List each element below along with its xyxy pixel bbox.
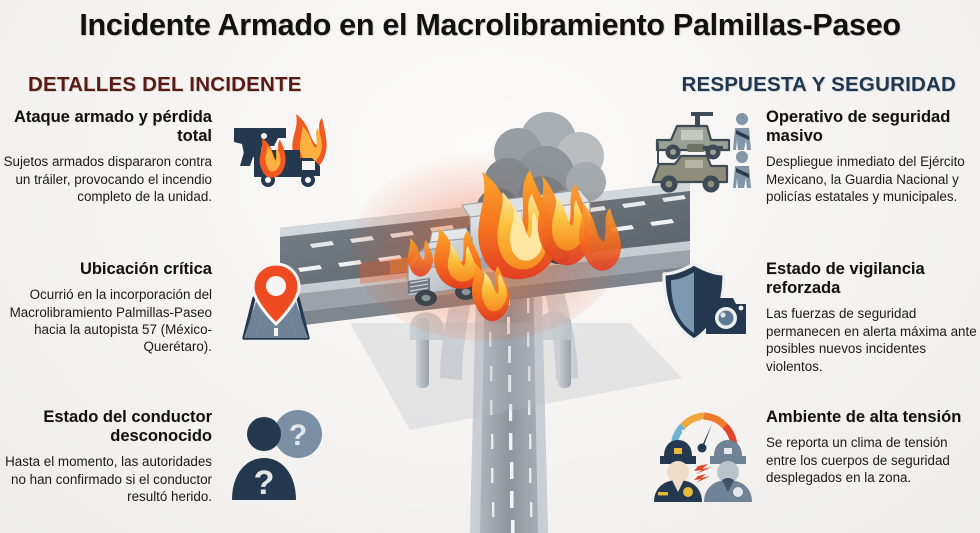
response-block-reinforced-surveillance: Estado de vigilancia reforzada Las fuerz… [650, 260, 980, 375]
detail-block-driver-status: Estado del conductor desconocido Hasta e… [0, 408, 330, 506]
detail-block-text: Estado del conductor desconocido Hasta e… [0, 408, 222, 506]
police-officers-tension-gauge-icon [650, 408, 758, 504]
detail-block-text: Ubicación crítica Ocurrió en la incorpor… [0, 260, 222, 356]
block-body: Despliegue inmediato del Ejército Mexica… [766, 154, 965, 205]
shield-camera-surveillance-icon [650, 260, 758, 348]
truck-flames [407, 170, 621, 322]
unknown-person-question-icon: ? ? [222, 408, 330, 504]
block-title: Estado de vigilancia reforzada [766, 260, 925, 298]
person-silhouette-glyph [232, 417, 296, 500]
soldier-glyph [733, 151, 751, 188]
block-body: Sujetos armados dispararon contra un trá… [3, 154, 212, 205]
pistol-burning-truck-icon [222, 108, 330, 194]
block-body: Ocurrió en la incorporación del Macrolib… [9, 287, 212, 355]
page-title: Incidente Armado en el Macrolibramiento … [79, 8, 901, 42]
detail-block-critical-location: Ubicación crítica Ocurrió en la incorpor… [0, 260, 330, 356]
response-block-text: Operativo de seguridad masivo Despliegue… [758, 108, 980, 206]
section-header-incident-details: DETALLES DEL INCIDENTE [28, 73, 302, 96]
response-block-text: Ambiente de alta tensión Se reporta un c… [758, 408, 980, 486]
tension-bolt-glyph [694, 464, 712, 483]
detail-block-text: Ataque armado y pérdida total Sujetos ar… [0, 108, 222, 206]
block-title: Ambiente de alta tensión [766, 408, 962, 426]
police-officer-glyph [654, 440, 702, 502]
block-body: Las fuerzas de seguridad permanecen en a… [766, 306, 977, 374]
response-block-text: Estado de vigilancia reforzada Las fuerz… [758, 260, 980, 375]
section-header-response-security: RESPUESTA Y SEGURIDAD [681, 73, 956, 96]
speech-bubble-glyph: ? [274, 410, 322, 458]
block-title: Ubicación crítica [79, 260, 212, 278]
military-pickup-glyph [655, 112, 731, 160]
pistol-glyph [234, 128, 286, 166]
block-title: Operativo de seguridad masivo [766, 108, 951, 146]
military-vehicles-soldiers-icon [650, 108, 758, 200]
burning-truck-highway-interchange-illustration [280, 78, 690, 533]
police-officer-glyph [704, 440, 752, 502]
soldier-glyph [733, 113, 751, 150]
svg-text:?: ? [254, 464, 275, 502]
detail-block-armed-attack: Ataque armado y pérdida total Sujetos ar… [0, 108, 330, 206]
response-block-high-tension: Ambiente de alta tensión Se reporta un c… [650, 408, 980, 504]
gauge-needle [701, 424, 712, 448]
block-body: Se reporta un clima de tensión entre los… [766, 435, 950, 485]
map-pin-road-icon [222, 260, 330, 342]
camera-glyph [706, 298, 746, 334]
humvee-glyph [651, 142, 729, 193]
block-title: Ataque armado y pérdida total [13, 108, 212, 146]
block-title: Estado del conductor desconocido [43, 408, 212, 446]
block-body: Hasta el momento, las autoridades no han… [5, 454, 212, 505]
response-block-security-operation: Operativo de seguridad masivo Despliegue… [650, 108, 980, 206]
svg-text:?: ? [289, 419, 307, 452]
